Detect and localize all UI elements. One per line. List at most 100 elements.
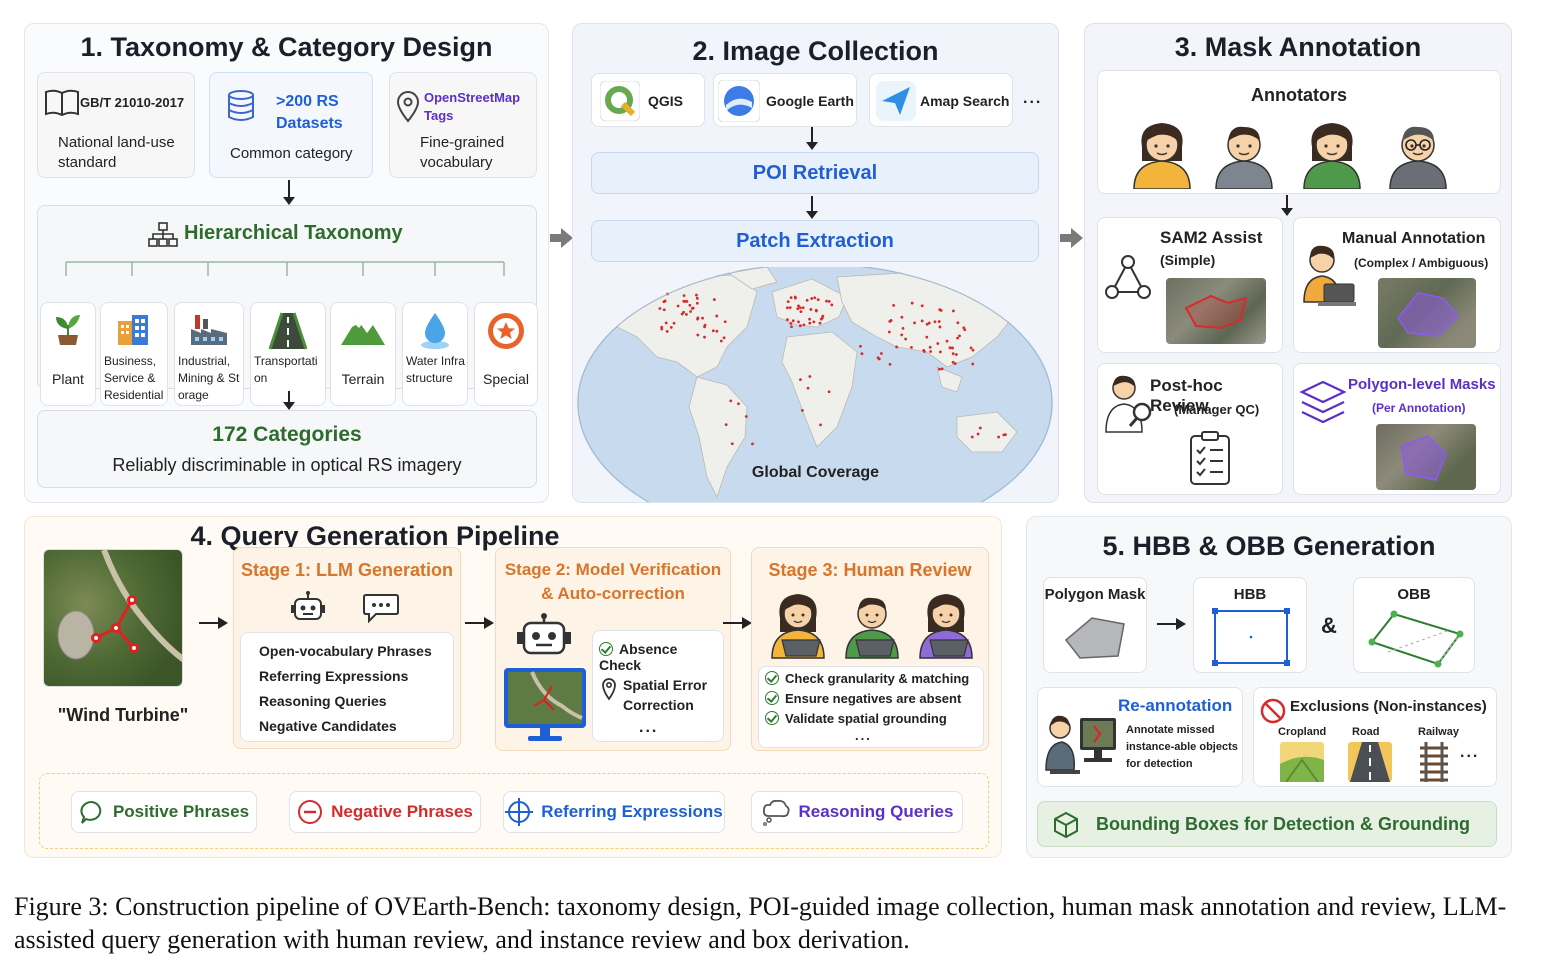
obb-rectangle bbox=[1368, 610, 1464, 668]
poi-dot bbox=[900, 333, 904, 337]
poi-dot bbox=[813, 296, 817, 300]
map-pin-icon bbox=[602, 678, 616, 701]
wind-turbine-annotation bbox=[57, 550, 182, 663]
poi-dot bbox=[936, 342, 940, 345]
right-arrow-icon bbox=[1060, 228, 1083, 248]
legend-label: Negative Phrases bbox=[331, 802, 473, 821]
poi-dot bbox=[799, 378, 802, 382]
poi-dot bbox=[791, 319, 795, 323]
poi-dot bbox=[663, 299, 667, 303]
poi-dot bbox=[806, 386, 810, 390]
poi-dot bbox=[969, 346, 973, 350]
annotators-label: Annotators bbox=[1251, 85, 1347, 105]
poi-dot bbox=[805, 298, 809, 302]
poi-dot bbox=[695, 293, 698, 297]
poi-dot bbox=[801, 306, 805, 310]
poi-dot bbox=[665, 330, 669, 333]
poi-dot bbox=[802, 323, 806, 327]
poi-dot bbox=[951, 352, 955, 356]
poi-dot bbox=[683, 300, 687, 303]
google-earth-icon bbox=[718, 80, 760, 122]
poi-retrieval-box: POI Retrieval bbox=[591, 152, 1039, 194]
poi-dot bbox=[696, 333, 700, 337]
poi-dot bbox=[797, 320, 800, 324]
tool-label: Google Earth bbox=[766, 93, 854, 109]
poi-dot bbox=[658, 307, 662, 310]
poi-dot bbox=[703, 335, 706, 339]
aerial-thumbnail bbox=[1376, 424, 1476, 490]
purple-mask-polygon bbox=[1397, 292, 1460, 337]
book-icon bbox=[45, 89, 79, 117]
box-title: Post-hoc Review bbox=[1150, 376, 1223, 415]
poi-dot bbox=[744, 415, 748, 418]
category-label: Industrial, Mining & Storage bbox=[178, 354, 240, 402]
legend-positive-phrases: Positive Phrases bbox=[71, 791, 257, 833]
list-item: Validate spatial grounding bbox=[765, 709, 983, 729]
poi-dot bbox=[956, 321, 960, 325]
source-desc: Common category bbox=[230, 145, 353, 162]
bounding-boxes-banner: Bounding Boxes for Detection & Grounding bbox=[1037, 801, 1497, 847]
poi-dot bbox=[660, 327, 664, 331]
poi-dot bbox=[928, 345, 932, 349]
poi-dot bbox=[945, 339, 949, 343]
patch-extraction-box: Patch Extraction bbox=[591, 220, 1039, 262]
person-magnifier-icon bbox=[1105, 375, 1152, 433]
poi-dot bbox=[691, 306, 695, 310]
poi-dot bbox=[682, 294, 686, 298]
poi-dot bbox=[689, 310, 693, 313]
poi-dot bbox=[715, 314, 719, 318]
poi-dot bbox=[925, 335, 929, 339]
legend-label: Positive Phrases bbox=[112, 802, 250, 821]
clipboard-checklist-icon bbox=[1190, 431, 1230, 485]
down-arrow-icon bbox=[283, 180, 295, 205]
database-icon bbox=[228, 90, 254, 121]
box-sub: (Manager QC) bbox=[1174, 402, 1260, 417]
chat-bubble-icon bbox=[363, 594, 399, 624]
stage-title: Stage 1: LLM Generation bbox=[240, 560, 454, 580]
panel-image-collection: 2. Image Collection QGIS Google Earth Am… bbox=[572, 23, 1059, 503]
poi-dot bbox=[715, 329, 719, 333]
categories-count-box: 172 Categories Reliably discriminable in… bbox=[37, 410, 537, 488]
tools-ellipsis: ... bbox=[1023, 90, 1043, 107]
cropland-icon bbox=[1280, 742, 1324, 787]
category-label: Special bbox=[483, 371, 529, 387]
down-arrow-icon bbox=[283, 391, 295, 410]
poi-dot bbox=[730, 442, 734, 446]
category-special: Special bbox=[474, 302, 538, 406]
category-business-service-residential: Business, Service & Residential bbox=[100, 302, 168, 406]
poi-dot bbox=[910, 345, 913, 349]
annotator-avatar-icon bbox=[1215, 126, 1273, 189]
plant-icon bbox=[41, 311, 95, 347]
source-desc: Fine-grained vocabulary bbox=[420, 134, 505, 171]
poi-dot bbox=[712, 298, 716, 301]
poi-dot bbox=[808, 321, 812, 325]
poi-dot bbox=[798, 324, 802, 328]
poi-dot bbox=[948, 346, 952, 350]
poi-dot bbox=[796, 307, 800, 311]
poi-dot bbox=[920, 304, 924, 308]
legend-area bbox=[39, 773, 989, 849]
source-name: >200 RS Datasets bbox=[276, 93, 343, 132]
poi-dot bbox=[997, 435, 1001, 439]
map-pin-icon bbox=[396, 91, 420, 123]
category-label: Transportation bbox=[254, 354, 318, 385]
tool-amap: Amap Search bbox=[869, 73, 1013, 127]
poi-dot bbox=[951, 360, 955, 364]
exclusion-label: Cropland bbox=[1278, 726, 1327, 738]
category-terrain: Terrain bbox=[330, 302, 396, 406]
poi-dot bbox=[819, 423, 822, 427]
panel-taxonomy: 1. Taxonomy & Category Design GB/T 21010… bbox=[24, 23, 549, 503]
poi-dot bbox=[722, 336, 726, 340]
robot-icon bbox=[517, 613, 571, 655]
railway-icon bbox=[1414, 742, 1454, 787]
poi-dot bbox=[789, 296, 793, 300]
reviewer-laptop-icon bbox=[919, 594, 973, 659]
box-title: Polygon-level Masks bbox=[1348, 376, 1496, 393]
cube-icon bbox=[1054, 811, 1078, 839]
reannotation-box: Re-annotation Annotate missed instance-a… bbox=[1037, 687, 1243, 787]
poi-dot bbox=[788, 306, 792, 310]
poi-dot bbox=[814, 309, 818, 313]
poi-dot bbox=[664, 321, 668, 325]
poi-dot bbox=[816, 298, 820, 301]
